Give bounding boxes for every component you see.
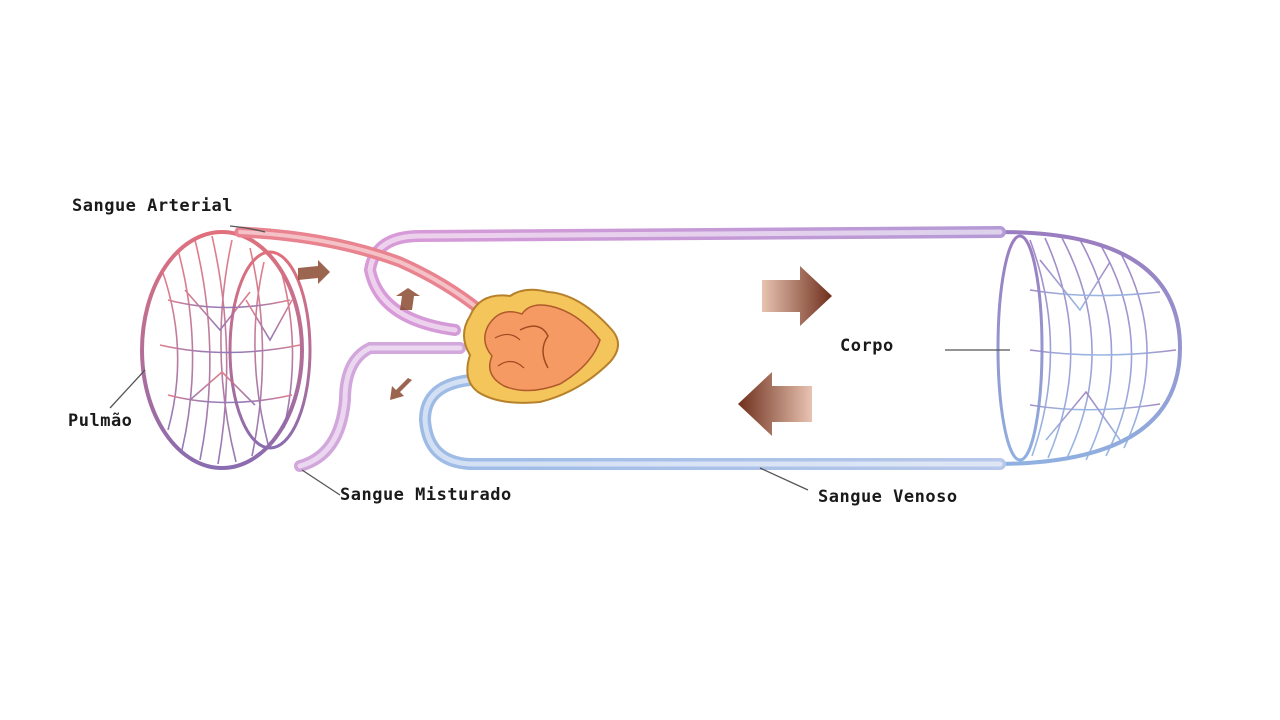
label-sangue-arterial: Sangue Arterial xyxy=(72,196,234,216)
label-pulmao: Pulmão xyxy=(68,411,133,431)
pulmonary-vein-arterial xyxy=(234,226,486,316)
lung-capillaries xyxy=(140,230,312,470)
leader-lines xyxy=(109,225,1010,496)
body-capillaries xyxy=(996,230,1183,466)
flow-arrow-left xyxy=(738,372,812,436)
label-sangue-venoso: Sangue Venoso xyxy=(818,487,958,507)
flow-arrows-small xyxy=(298,260,420,400)
heart xyxy=(463,288,619,404)
flow-arrow-right xyxy=(762,266,832,326)
label-sangue-misturado: Sangue Misturado xyxy=(340,485,512,505)
systemic-artery xyxy=(363,226,1006,336)
label-corpo: Corpo xyxy=(840,336,894,356)
